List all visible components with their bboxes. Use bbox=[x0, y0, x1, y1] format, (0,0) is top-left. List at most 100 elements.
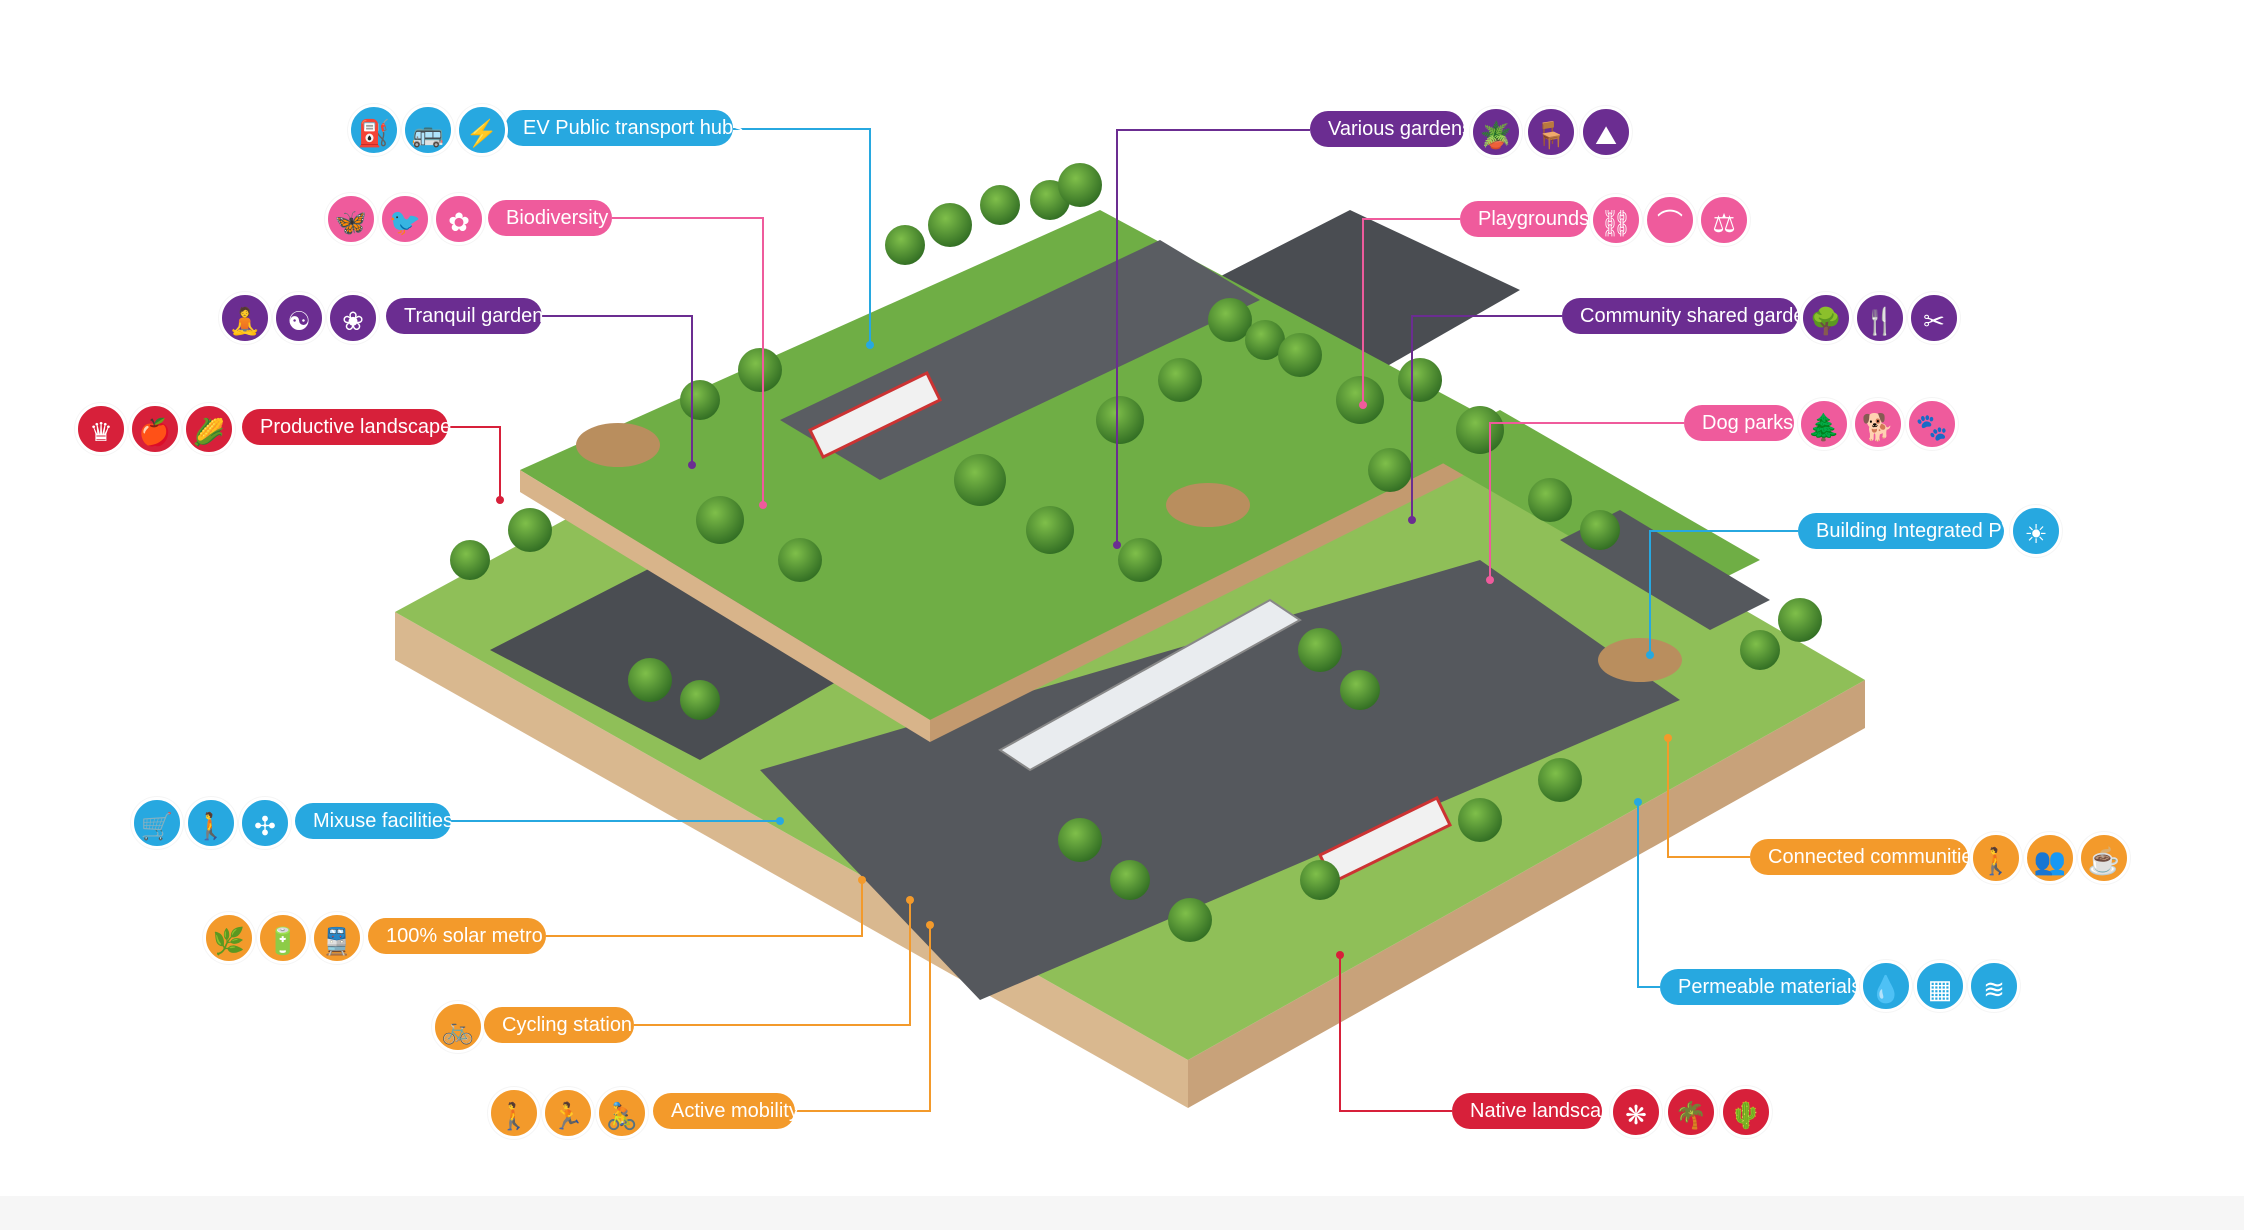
porous-surface-icon: ▦ bbox=[1914, 960, 1966, 1012]
solar-panel-icon: ☀ bbox=[2010, 505, 2062, 557]
pavilion-center bbox=[1166, 483, 1250, 527]
pavilion-right bbox=[1598, 638, 1682, 682]
dog-tree-icon: 🌲 bbox=[1798, 398, 1850, 450]
playgrounds-leader-dot bbox=[1359, 401, 1367, 409]
native-shrub-icon: ❋ bbox=[1610, 1086, 1662, 1138]
bird-icon: 🐦 bbox=[379, 193, 431, 245]
metro-train bbox=[998, 598, 1302, 772]
bottom-band bbox=[0, 1196, 2244, 1230]
playgrounds-label: Playgrounds bbox=[1460, 201, 1589, 237]
potted-plant-icon: 🪴 bbox=[1470, 106, 1522, 158]
yoga-person-icon: 🧘 bbox=[219, 292, 271, 344]
solar-train-icon: 🚆 bbox=[311, 912, 363, 964]
dog-parks-label: Dog parks bbox=[1684, 405, 1794, 441]
dog-jump-icon: 🐾 bbox=[1906, 398, 1958, 450]
battery-charger-icon: 🔋 bbox=[257, 912, 309, 964]
walking-person-icon: 🚶 bbox=[1970, 832, 2022, 884]
mixuse-facilities-leader-dot bbox=[776, 817, 784, 825]
butterfly-icon: 🦋 bbox=[325, 193, 377, 245]
dog-parks-leader-dot bbox=[1486, 576, 1494, 584]
ev-public-transport-hubs-leader-dot bbox=[866, 341, 874, 349]
crops-icon: ♛ bbox=[75, 403, 127, 455]
productive-landscape-leader-line bbox=[448, 426, 501, 500]
cycling-station-label: Cycling station bbox=[484, 1007, 634, 1043]
building-integrated-pv-leader-line bbox=[1649, 530, 1798, 655]
running-icon: 🏃 bbox=[542, 1087, 594, 1139]
permeable-materials-leader-line bbox=[1637, 802, 1660, 988]
landscape-icon: ⛰ bbox=[1580, 106, 1632, 158]
cycling-station-leader-line bbox=[634, 900, 911, 1026]
dog-parks-leader-line bbox=[1489, 422, 1684, 580]
seesaw-icon: ⚖ bbox=[1698, 194, 1750, 246]
cyclist-icon: 🚴 bbox=[596, 1087, 648, 1139]
playgrounds-leader-line bbox=[1362, 218, 1460, 405]
fruit-icon: 🍎 bbox=[129, 403, 181, 455]
building-integrated-pv-leader-dot bbox=[1646, 651, 1654, 659]
ev-charger-icon: ⛽ bbox=[348, 104, 400, 156]
solar-leaf-icon: 🌿 bbox=[203, 912, 255, 964]
picnic-icon: 🍴 bbox=[1854, 292, 1906, 344]
biodiversity-label: Biodiversity bbox=[488, 200, 612, 236]
slide-icon: ⌒ bbox=[1644, 194, 1696, 246]
flowers-icon: ✿ bbox=[433, 193, 485, 245]
tree-icon: 🌳 bbox=[1800, 292, 1852, 344]
harvest-icon: 🌽 bbox=[183, 403, 235, 455]
water-drop-icon: 💧 bbox=[1860, 960, 1912, 1012]
community-shared-garden-leader-dot bbox=[1408, 516, 1416, 524]
dog-icon: 🐕 bbox=[1852, 398, 1904, 450]
various-gardens-leader-dot bbox=[1113, 541, 1121, 549]
upper-deck-edge-right bbox=[930, 430, 1510, 742]
bicycle-icon: 🚲 bbox=[432, 1001, 484, 1053]
walking-icon: 🚶 bbox=[488, 1087, 540, 1139]
tranquil-garden-label: Tranquil garden bbox=[386, 298, 543, 334]
building-integrated-pv-label: Building Integrated PV bbox=[1798, 513, 2015, 549]
connected-communities-label: Connected communities bbox=[1750, 839, 1983, 875]
tree-clusters bbox=[450, 163, 1822, 942]
mixuse-facilities-label: Mixuse facilities bbox=[295, 803, 453, 839]
gardening-icon: ✂ bbox=[1908, 292, 1960, 344]
connected-communities-leader-line bbox=[1667, 738, 1750, 858]
permeable-materials-label: Permeable materials bbox=[1660, 969, 1861, 1005]
active-mobility-label: Active mobility bbox=[653, 1093, 799, 1129]
desert-tree-icon: 🌴 bbox=[1665, 1086, 1717, 1138]
cycling-station-leader-dot bbox=[906, 896, 914, 904]
pavilion-left bbox=[576, 423, 660, 467]
ev-public-transport-hubs-leader-line bbox=[733, 128, 871, 345]
bus-top bbox=[807, 371, 943, 459]
swing-icon: ⛓ bbox=[1590, 194, 1642, 246]
biodiversity-leader-line bbox=[612, 217, 764, 505]
native-landscape-leader-dot bbox=[1336, 951, 1344, 959]
biodiversity-leader-dot bbox=[759, 501, 767, 509]
various-gardens-label: Various gardens bbox=[1310, 111, 1472, 147]
shop-icon: 🛒 bbox=[131, 797, 183, 849]
active-mobility-leader-line bbox=[795, 925, 931, 1112]
electric-bus-icon: 🚌 bbox=[402, 104, 454, 156]
solar-metro-leader-line bbox=[546, 880, 863, 937]
solar-metro-leader-dot bbox=[858, 876, 866, 884]
people-group-icon: 👥 bbox=[2024, 832, 2076, 884]
permeable-materials-leader-dot bbox=[1634, 798, 1642, 806]
cactus-icon: 🌵 bbox=[1720, 1086, 1772, 1138]
pedestrian-icon: 🚶 bbox=[185, 797, 237, 849]
main-boulevard bbox=[760, 560, 1680, 1000]
various-gardens-leader-line bbox=[1116, 129, 1310, 545]
meditation-icon: ☯ bbox=[273, 292, 325, 344]
native-landscape-leader-line bbox=[1339, 955, 1452, 1112]
active-mobility-leader-dot bbox=[926, 921, 934, 929]
network-icon: ✣ bbox=[239, 797, 291, 849]
upper-deck-edge bbox=[520, 470, 930, 742]
tranquil-garden-leader-dot bbox=[688, 461, 696, 469]
eco-plug-icon: ⚡ bbox=[456, 104, 508, 156]
water-flow-icon: ≋ bbox=[1968, 960, 2020, 1012]
connected-communities-leader-dot bbox=[1664, 734, 1672, 742]
community-shared-garden-leader-line bbox=[1411, 315, 1562, 520]
ev-public-transport-hubs-label: EV Public transport hubs bbox=[505, 110, 743, 146]
native-landscape-label: Native landscape bbox=[1452, 1093, 1623, 1129]
lotus-icon: ❀ bbox=[327, 292, 379, 344]
garden-bench-icon: 🪑 bbox=[1525, 106, 1577, 158]
community-shared-garden-label: Community shared garden bbox=[1562, 298, 1816, 334]
productive-landscape-leader-dot bbox=[496, 496, 504, 504]
meeting-icon: ☕ bbox=[2078, 832, 2130, 884]
